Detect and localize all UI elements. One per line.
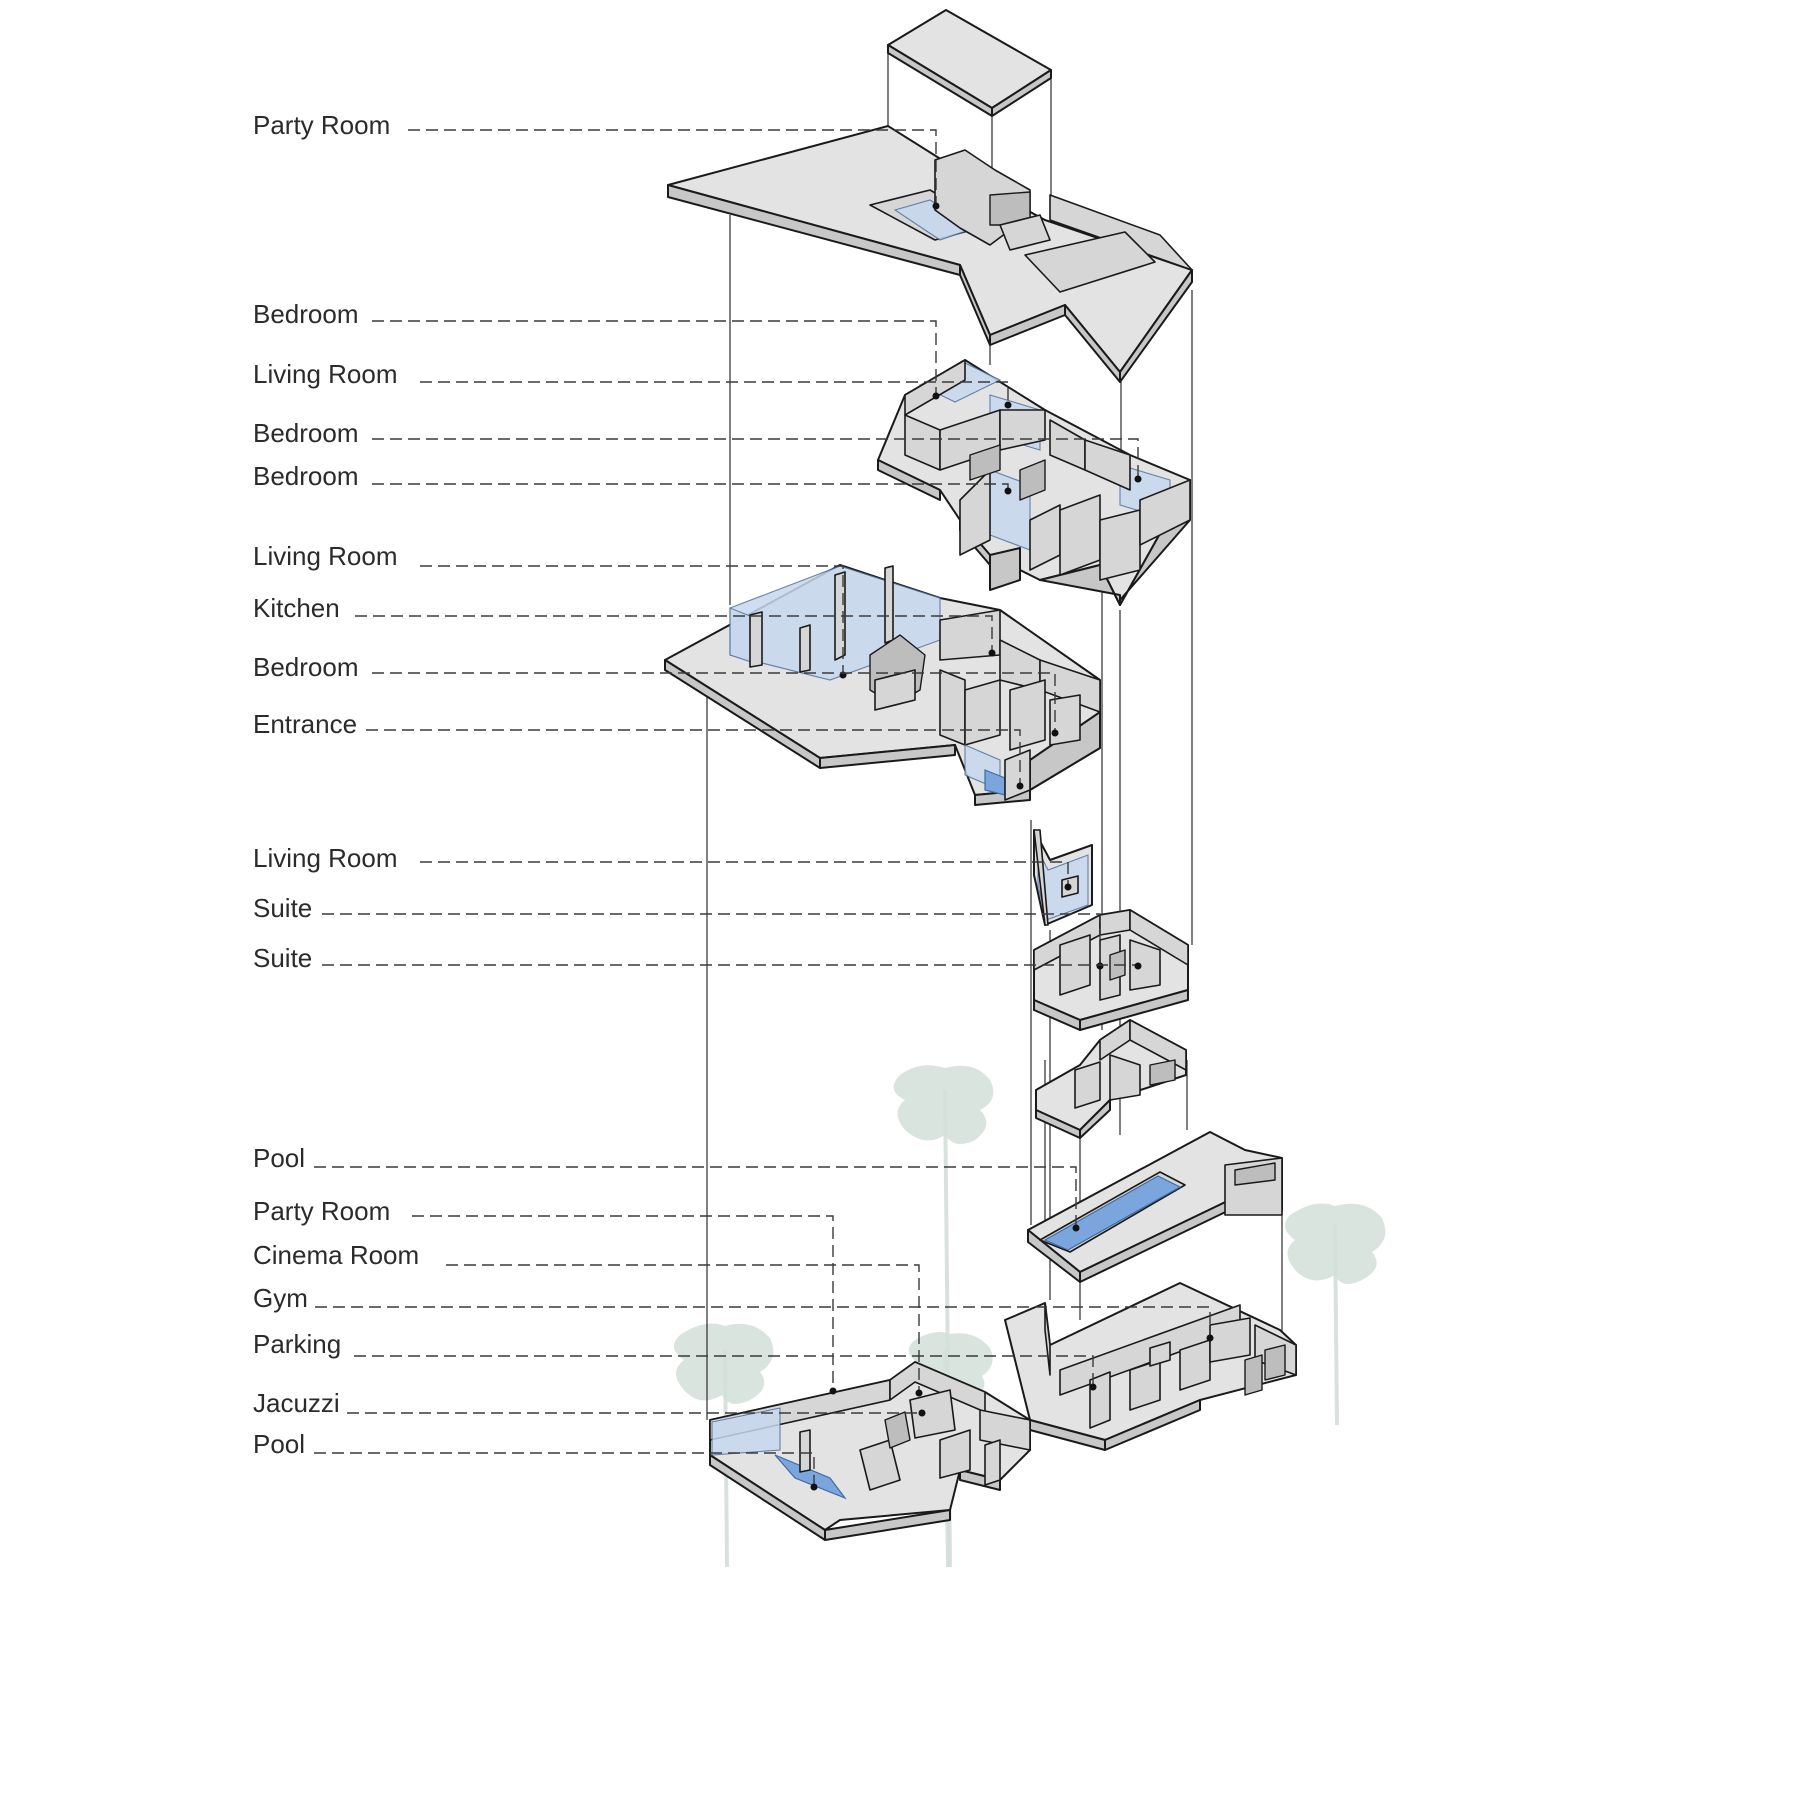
label-bedroom-2: Bedroom — [253, 418, 359, 448]
label-pool-basement: Pool — [253, 1429, 306, 1459]
leader-lines — [314, 129, 1214, 1491]
label-jacuzzi: Jacuzzi — [253, 1388, 340, 1418]
label-suite-2: Suite — [253, 943, 313, 973]
exploded-axonometric-diagram: Party Room Bedroom Living Room Bedroom B… — [253, 9, 1386, 1567]
label-parking: Parking — [253, 1329, 342, 1359]
label-bedroom-4: Bedroom — [253, 652, 359, 682]
level-small-living — [1033, 829, 1093, 926]
level-parking — [1004, 1282, 1297, 1451]
axonometric-drawing — [314, 9, 1386, 1567]
label-pool-deck: Pool — [253, 1143, 306, 1173]
label-kitchen: Kitchen — [253, 593, 340, 623]
label-party-room-top: Party Room — [253, 110, 391, 140]
label-entrance: Entrance — [253, 709, 358, 739]
level-living — [664, 564, 1101, 806]
label-party-room-basement: Party Room — [253, 1196, 391, 1226]
level-suites — [1033, 909, 1189, 1031]
label-bedroom-3: Bedroom — [253, 461, 359, 491]
tree-right — [1285, 1203, 1386, 1426]
label-bedroom-1: Bedroom — [253, 299, 359, 329]
label-living-room-3: Living Room — [253, 843, 398, 873]
projection-lines — [706, 45, 1283, 1420]
label-gym: Gym — [253, 1283, 308, 1313]
label-suite-1: Suite — [253, 893, 313, 923]
level-lower-suite — [1035, 1019, 1187, 1139]
label-cinema-room: Cinema Room — [253, 1240, 420, 1270]
level-basement — [709, 1361, 1031, 1541]
level-roof-terrace — [667, 125, 1193, 383]
level-pool-deck — [1027, 1131, 1283, 1283]
roof-volume — [887, 9, 1052, 117]
label-living-room-1: Living Room — [253, 359, 398, 389]
level-bedrooms — [877, 359, 1191, 606]
label-living-room-2: Living Room — [253, 541, 398, 571]
